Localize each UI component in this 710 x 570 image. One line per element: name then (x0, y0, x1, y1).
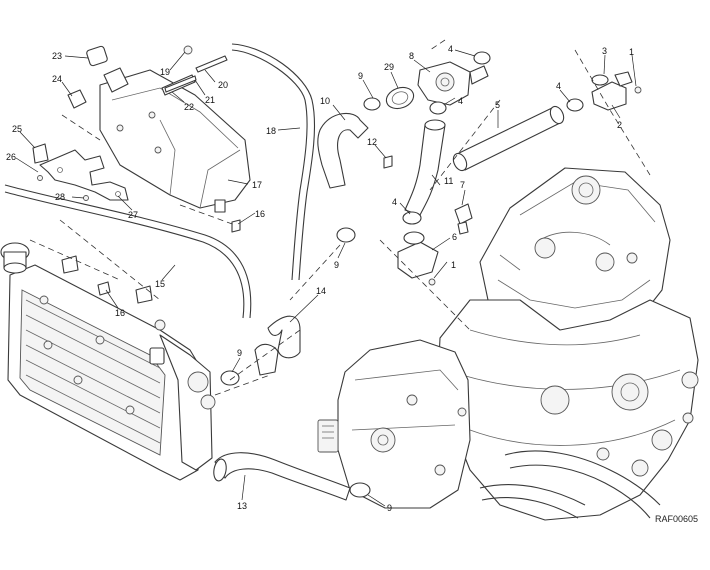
callout-4-low: 4 (392, 197, 397, 207)
callout-14: 14 (316, 286, 326, 296)
callout-3: 3 (602, 46, 607, 56)
callouts: 23 24 25 26 28 27 19 22 20 21 18 17 16 1… (6, 44, 634, 513)
callout-4-right: 4 (556, 81, 561, 91)
callout-1-top: 1 (629, 47, 634, 57)
callout-9-mid: 9 (334, 260, 339, 270)
callout-20: 20 (218, 80, 228, 90)
callout-19: 19 (160, 67, 170, 77)
overflow-hose-outer (231, 43, 316, 281)
callout-28: 28 (55, 192, 65, 202)
callout-21: 21 (205, 95, 215, 105)
mounting-bracket (32, 89, 129, 201)
engine-block (317, 167, 699, 521)
callout-25: 25 (12, 124, 22, 134)
callout-6: 6 (452, 232, 457, 242)
callout-9-bottom: 9 (387, 503, 392, 513)
callout-9-left: 9 (237, 348, 242, 358)
temperature-sensor (454, 203, 473, 235)
callout-15: 15 (155, 279, 165, 289)
breather-hose (4, 184, 252, 319)
hose-5 (452, 105, 565, 172)
fitting-6 (397, 231, 439, 279)
callout-7: 7 (460, 180, 465, 190)
callout-27: 27 (128, 210, 138, 220)
callout-9-top: 9 (358, 71, 363, 81)
drawing-code: RAF00605 (655, 514, 698, 524)
callout-23: 23 (52, 51, 62, 61)
callout-8: 8 (409, 51, 414, 61)
callout-18: 18 (266, 126, 276, 136)
overflow-hose (231, 49, 308, 281)
callout-1-low: 1 (451, 260, 456, 270)
hose-11 (404, 119, 446, 216)
callout-24: 24 (52, 74, 62, 84)
callout-26: 26 (6, 152, 16, 162)
breather-hose-outer (4, 191, 245, 319)
callout-5: 5 (495, 100, 500, 110)
radiator (0, 242, 216, 481)
callout-17: 17 (252, 180, 262, 190)
thermostat-group (385, 61, 489, 110)
assembly-guide-lines (29, 39, 651, 396)
leader-lines (15, 49, 637, 507)
callout-11: 11 (444, 176, 453, 186)
callout-10: 10 (320, 96, 330, 106)
callout-4-top: 4 (448, 44, 453, 54)
callout-29: 29 (384, 62, 394, 72)
clamps (220, 51, 584, 498)
callout-4-mid: 4 (458, 96, 463, 106)
hardware (37, 45, 642, 304)
callout-12: 12 (367, 137, 377, 147)
callout-2: 2 (617, 120, 622, 130)
fitting-2-3 (591, 71, 633, 111)
callout-13: 13 (237, 501, 247, 511)
hose-10 (317, 112, 369, 189)
callout-22: 22 (184, 102, 194, 112)
hose-13 (213, 452, 351, 501)
callout-16-left: 16 (115, 308, 125, 318)
callout-16-top: 16 (255, 209, 265, 219)
hose-14 (254, 315, 301, 376)
